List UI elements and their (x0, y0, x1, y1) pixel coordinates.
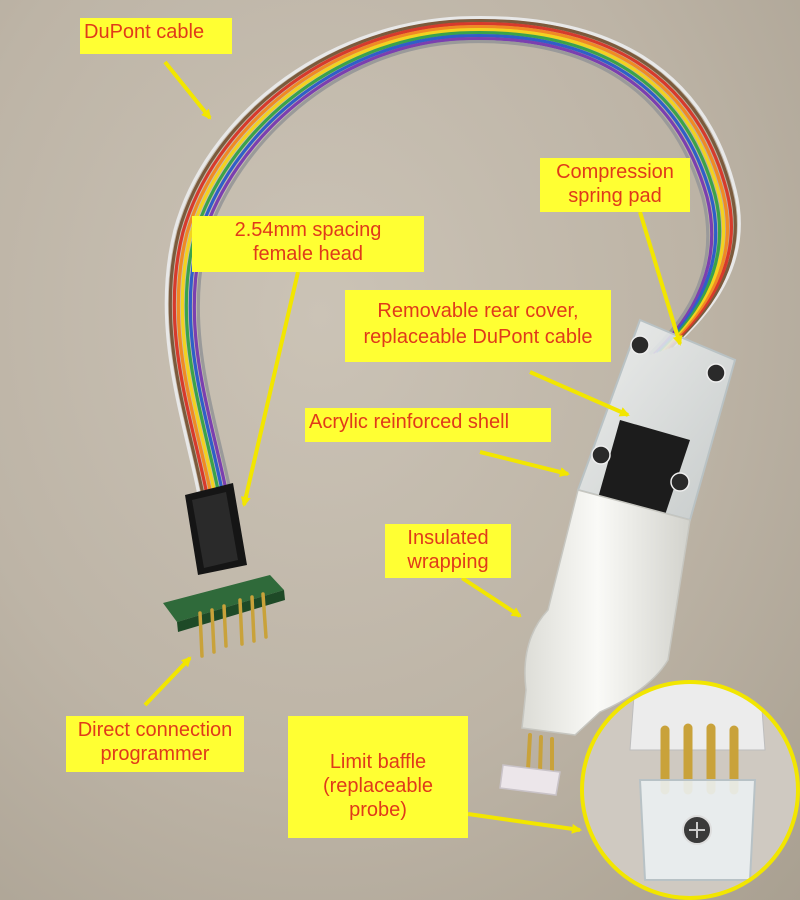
label-limit-baffle: Limit baffle (replaceable probe) (288, 716, 468, 838)
label-rear-cover: Removable rear cover, replaceable DuPont… (345, 290, 611, 362)
label-dupont-cable: DuPont cable (80, 18, 232, 54)
label-direct-connection-programmer: Direct connection programmer (66, 716, 244, 772)
ribbon-cable (164, 15, 741, 502)
probe-body (499, 318, 737, 796)
female-header-connector (163, 483, 285, 658)
magnified-probe-inset (580, 680, 800, 900)
label-female-head: 2.54mm spacing female head (192, 216, 424, 272)
callout-arrows (143, 60, 683, 834)
label-compression-spring-pad: Compression spring pad (540, 158, 690, 212)
label-insulated-wrapping: Insulated wrapping (385, 524, 511, 578)
label-acrylic-shell: Acrylic reinforced shell (305, 408, 551, 442)
